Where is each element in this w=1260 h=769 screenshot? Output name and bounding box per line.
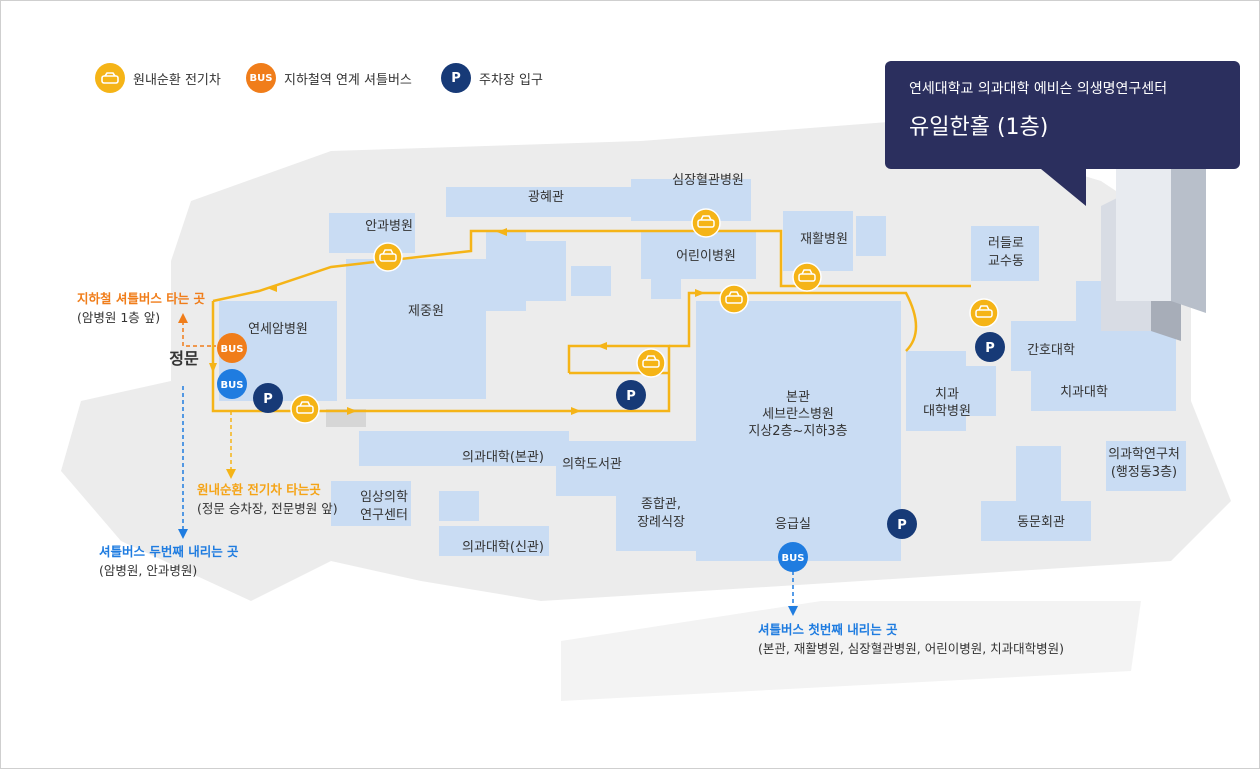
complex-label-2: 장례식장	[637, 515, 685, 530]
heart-hospital-label: 심장혈관병원	[672, 173, 744, 188]
dashed-leaders	[182, 321, 794, 609]
clinical-center-label-2: 연구센터	[360, 508, 408, 523]
svg-text:P: P	[263, 392, 273, 407]
electric-car-icon[interactable]	[969, 298, 999, 328]
note-title: 원내순환 전기차 타는곳	[197, 482, 321, 497]
main-building-label-2: 세브란스병원	[762, 407, 834, 422]
ludlow-label-2: 교수동	[988, 254, 1024, 269]
med-research-label-2: (행정동3층)	[1111, 464, 1177, 480]
ev-pickup-note: 원내순환 전기차 타는곳 (정문 승차장, 전문병원 앞)	[197, 480, 338, 518]
svg-text:BUS: BUS	[221, 380, 244, 391]
shuttle-second-dropoff-note: 셔틀버스 두번째 내리는 곳 (암병원, 안과병원)	[99, 542, 239, 580]
parking-icon[interactable]: P	[887, 509, 917, 539]
main-gate-label: 정문	[169, 349, 199, 368]
note-title: 셔틀버스 첫번째 내리는 곳	[758, 622, 898, 637]
complex-label-1: 종합관,	[641, 497, 681, 512]
emergency-label: 응급실	[775, 517, 811, 532]
legend-item-parking: P 주차장 입구	[441, 63, 543, 93]
dashed-arrowheads	[178, 313, 798, 616]
svg-text:P: P	[897, 518, 907, 533]
parking-icon[interactable]: P	[253, 383, 283, 413]
location-callout: 연세대학교 의과대학 에비슨 의생명연구센터 유일한홀 (1층)	[885, 61, 1240, 169]
svg-text:P: P	[626, 389, 636, 404]
dental-college-label: 치과대학	[1060, 385, 1108, 400]
legend-item-ev: 원내순환 전기차	[95, 63, 221, 93]
kwanghye-label: 광혜관	[528, 190, 564, 205]
main-building-label-1: 본관	[786, 390, 810, 405]
parking-icon[interactable]: P	[975, 332, 1005, 362]
callout-pointer	[1041, 169, 1086, 206]
parking-markers: P P P P	[253, 332, 1005, 539]
callout-subtitle: 연세대학교 의과대학 에비슨 의생명연구센터	[909, 81, 1168, 97]
svg-text:BUS: BUS	[782, 553, 805, 564]
svg-text:BUS: BUS	[221, 344, 244, 355]
electric-car-icon[interactable]	[691, 208, 721, 238]
electric-car-icon	[95, 63, 125, 93]
route-arrows	[209, 228, 705, 415]
bus-icon[interactable]: BUS	[217, 333, 247, 363]
children-hospital-label: 어린이병원	[676, 249, 736, 264]
main-building-label-3: 지상2층~지하3층	[748, 424, 847, 439]
electric-car-icon[interactable]	[719, 284, 749, 314]
med-college-main-label: 의과대학(본관)	[462, 450, 544, 465]
electric-car-icon[interactable]	[636, 348, 666, 378]
dental-hospital-label-1: 치과	[935, 387, 959, 402]
legend-label: 주차장 입구	[479, 72, 543, 88]
med-library-label: 의학도서관	[562, 457, 622, 472]
nursing-label: 간호대학	[1027, 343, 1075, 358]
bus-icon[interactable]: BUS	[778, 542, 808, 572]
bus-icon[interactable]: BUS	[217, 369, 247, 399]
buildings-layer	[219, 179, 1186, 561]
ludlow-label-1: 러들로	[988, 236, 1024, 251]
dongmun-label: 동문회관	[1017, 515, 1065, 530]
subway-shuttle-pickup-note: 지하철 셔틀버스 타는 곳 (암병원 1층 앞)	[77, 289, 205, 327]
legend-label: 지하철역 연계 셔틀버스	[284, 72, 412, 88]
parking-icon: P	[441, 63, 471, 93]
legend-item-bus: BUS 지하철역 연계 셔틀버스	[246, 63, 412, 93]
dental-hospital-label-2: 대학병원	[923, 404, 971, 419]
legend-label: 원내순환 전기차	[133, 72, 221, 88]
jejoongwon-label: 제중원	[408, 304, 444, 319]
eye-hospital-label: 안과병원	[365, 219, 413, 234]
med-research-label-1: 의과학연구처	[1108, 447, 1180, 462]
ev-markers	[290, 208, 999, 424]
note-title: 지하철 셔틀버스 타는 곳	[77, 291, 206, 306]
parking-icon[interactable]: P	[616, 380, 646, 410]
bus-icon: BUS	[246, 63, 276, 93]
electric-car-icon[interactable]	[792, 262, 822, 292]
note-desc: (암병원, 안과병원)	[99, 563, 198, 578]
electric-car-icon[interactable]	[373, 242, 403, 272]
med-college-new-label: 의과대학(신관)	[462, 540, 544, 555]
note-desc: (정문 승차장, 전문병원 앞)	[197, 501, 338, 516]
svg-text:P: P	[985, 341, 995, 356]
shuttle-first-dropoff-note: 셔틀버스 첫번째 내리는 곳 (본관, 재활병원, 심장혈관병원, 어린이병원,…	[758, 620, 1064, 658]
cancer-hospital-label: 연세암병원	[248, 322, 308, 337]
electric-car-icon[interactable]	[290, 394, 320, 424]
note-title: 셔틀버스 두번째 내리는 곳	[99, 544, 239, 559]
callout-title: 유일한홀 (1층)	[909, 115, 1049, 140]
clinical-center-label-1: 임상의학	[360, 490, 408, 505]
bus-markers: BUS BUS BUS	[217, 333, 808, 572]
rehab-hospital-label: 재활병원	[800, 232, 848, 247]
note-desc: (암병원 1층 앞)	[77, 310, 161, 325]
note-desc: (본관, 재활병원, 심장혈관병원, 어린이병원, 치과대학병원)	[758, 641, 1065, 656]
